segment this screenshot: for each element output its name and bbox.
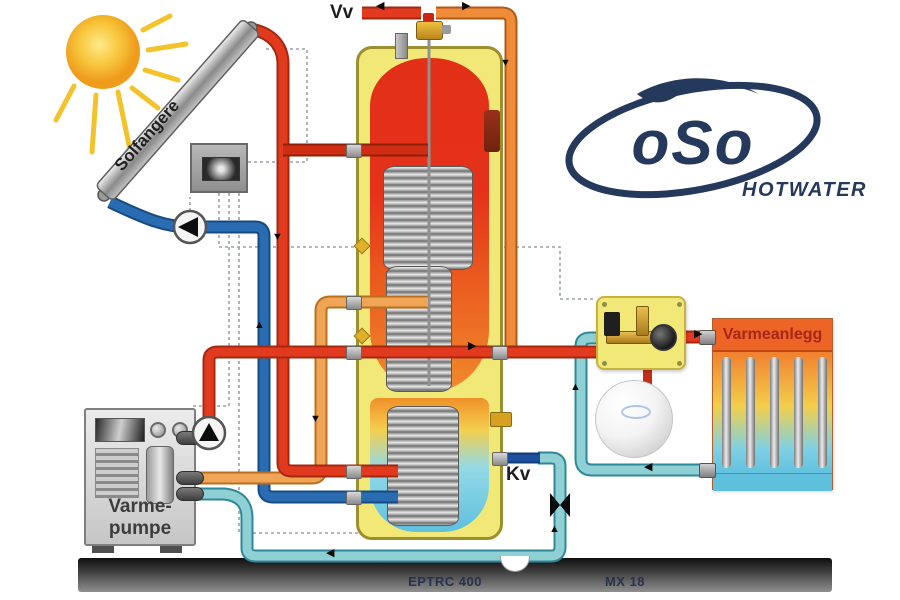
radiator-fin: [722, 357, 731, 468]
radiator-label: Varmeanlegg: [713, 319, 832, 352]
vessel-brand-mark: [621, 405, 651, 419]
tank-top-nut: [442, 25, 451, 34]
pipe-coupler: [346, 491, 362, 505]
radiator-bottom: [713, 473, 832, 491]
heat-pump-knob: [150, 422, 166, 438]
floor: EPTRC 400 MX 18: [78, 558, 832, 592]
logo-swoosh: [637, 78, 759, 103]
hot-water-outlet-label: Vv: [330, 2, 354, 23]
valve-group: [596, 296, 686, 370]
pipe-coupler: [346, 144, 362, 158]
heat-exchanger-coil-upper: [383, 166, 473, 270]
flow-arrow: ▶: [468, 340, 477, 352]
electric-element: [484, 110, 500, 152]
radiator-fin: [746, 357, 755, 468]
safety-valve: [636, 306, 649, 336]
tank-top-fitting: [416, 21, 443, 40]
brass-fitting: [490, 412, 512, 427]
shutoff-valve: [604, 312, 620, 336]
radiator-fin: [794, 357, 803, 468]
pipe-coupler: [492, 346, 508, 360]
heat-pump-port: [176, 471, 204, 485]
tank-model-label: EPTRC 400: [408, 574, 482, 589]
sun-icon: [53, 13, 189, 155]
screw: [602, 361, 607, 366]
expansion-vessel: [595, 380, 673, 458]
flow-arrow: ▲: [549, 523, 560, 535]
screw: [677, 302, 682, 307]
flow-arrow: ◀: [376, 0, 385, 12]
controller-box: [190, 143, 248, 193]
radiator-fin: [818, 357, 827, 468]
flow-arrow: ◀: [644, 461, 653, 473]
mixer-model-label: MX 18: [604, 574, 646, 589]
flow-arrow: ▲: [254, 319, 265, 331]
logo-subtitle-text: HOTWATER: [742, 179, 867, 201]
flow-arrow: ▶: [694, 328, 703, 340]
controller-display: [202, 157, 240, 181]
heat-pump-foot: [92, 546, 114, 553]
pipe-coupler: [346, 465, 362, 479]
heat-pump-label-line2: pumpe: [108, 518, 172, 539]
radiator-fin: [770, 357, 779, 468]
radiator: Varmeanlegg: [712, 318, 833, 491]
screw: [602, 302, 607, 307]
flow-arrow: ▶: [462, 0, 471, 12]
radiator-return-coupler: [699, 463, 716, 478]
oso-logo: oSo HOTWATER: [565, 78, 867, 201]
tank-top-stub: [395, 33, 408, 59]
heat-pump-display: [95, 418, 145, 442]
heat-pump-foot: [160, 546, 182, 553]
solar-collector-group: Solfangere: [53, 13, 259, 202]
circulator-pump: [650, 324, 677, 351]
flow-arrow: ▼: [500, 57, 511, 69]
logo-brand-text: oSo: [631, 109, 754, 178]
screw: [677, 361, 682, 366]
radiator-body: [713, 352, 832, 473]
control-wire: [504, 246, 596, 300]
vent-grille: [95, 448, 139, 498]
flow-arrow: ▼: [310, 413, 321, 425]
cold-water-inlet-label: Kv: [506, 464, 531, 485]
flow-arrow: ◀: [326, 547, 335, 559]
pipe-coupler: [346, 296, 362, 310]
heat-pump-label: Varme- pumpe: [86, 496, 194, 540]
heat-exchanger-coil-middle: [386, 266, 452, 392]
heat-pump-port: [176, 431, 204, 445]
heat-pump-port: [176, 487, 204, 501]
flow-arrow: ▲: [570, 381, 581, 393]
pipe-coupler: [346, 346, 362, 360]
heat-exchanger-coil-lower: [387, 406, 459, 526]
safety-valve-cap: [423, 13, 434, 22]
flow-arrow: ▼: [272, 231, 283, 243]
